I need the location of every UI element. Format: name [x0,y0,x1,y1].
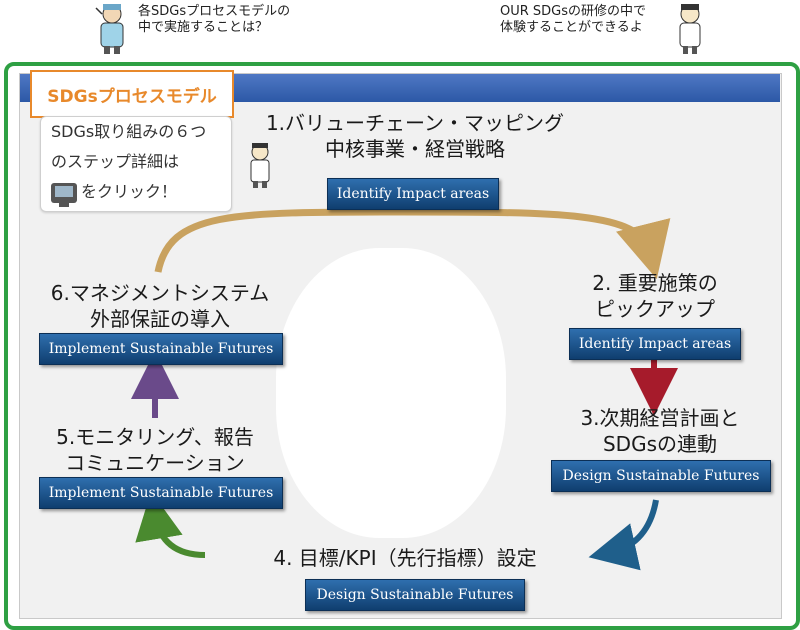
click-callout: SDGs取り組みの６つ のステップ詳細は をクリック！ [40,116,232,212]
step-1-button[interactable]: Identify Impact areas [327,178,499,210]
arrow-3-to-4 [588,499,659,571]
step-5-label: 5.モニタリング、報告 コミュニケーション [30,424,280,476]
callout-line1: SDGs取り組みの６つ [51,122,207,141]
arrow-6-to-2 [154,208,671,280]
step-2-line2: ピックアップ [595,297,715,321]
step-3-line2: SDGsの連動 [602,432,717,456]
step-1-line1: 1.バリューチェーン・マッピング [265,111,565,135]
computer-icon[interactable] [51,182,77,207]
left-character-icon [95,4,124,54]
step-6-line1: 6.マネジメントシステム [50,281,270,305]
step-4-label: 4. 目標/KPI（先行指標）設定 [235,545,575,571]
step-3-button[interactable]: Design Sustainable Futures [551,460,771,492]
right-character-icon [679,4,701,54]
step-2-button[interactable]: Identify Impact areas [569,328,741,360]
step-5-button[interactable]: Implement Sustainable Futures [39,477,283,509]
step-1-label: 1.バリューチェーン・マッピング 中核事業・経営戦略 [240,110,590,162]
arrow-4-to-5 [135,491,206,558]
step-2-label: 2. 重要施策の ピックアップ [560,270,750,322]
step-4-line1: 4. 目標/KPI（先行指標）設定 [273,546,537,570]
step-3-label: 3.次期経営計画と SDGsの連動 [560,405,760,457]
step-1-line2: 中核事業・経営戦略 [325,137,505,161]
callout-line3: をクリック！ [81,182,178,201]
step-6-button[interactable]: Implement Sustainable Futures [39,333,283,365]
step-2-line1: 2. 重要施策の [592,271,718,295]
top-right-note: OUR SDGsの研修の中で 体験することができるよ [500,4,647,35]
guide-figure-icon [250,143,270,188]
callout-line2: のステップ詳細は [51,152,180,171]
step-6-label: 6.マネジメントシステム 外部保証の導入 [25,280,295,332]
step-5-line1: 5.モニタリング、報告 [56,425,254,449]
step-6-line2: 外部保証の導入 [90,307,230,331]
step-4-button[interactable]: Design Sustainable Futures [305,579,525,611]
step-3-line1: 3.次期経営計画と [580,406,740,430]
model-title: SDGsプロセスモデル [30,70,234,118]
step-5-line2: コミュニケーション [65,451,245,475]
center-blank-area [276,248,506,538]
top-left-question: 各SDGsプロセスモデルの 中で実施することは？ [138,4,291,35]
